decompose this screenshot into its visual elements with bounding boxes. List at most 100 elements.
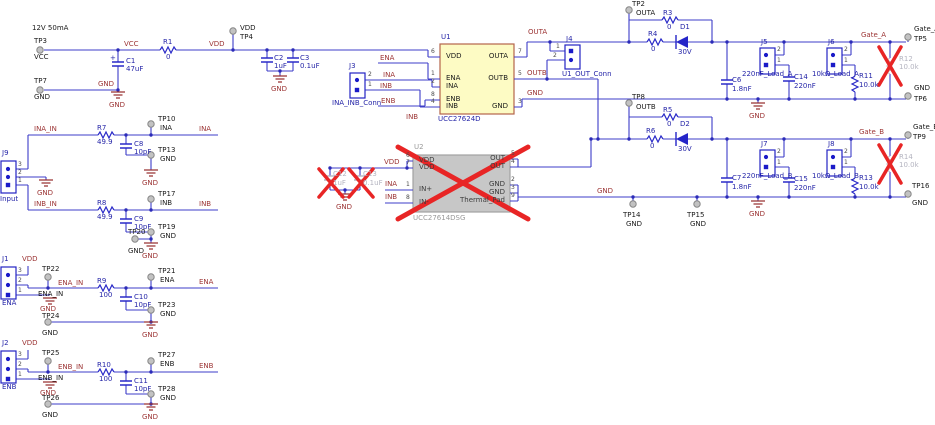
u2-num-7: 7 xyxy=(406,159,410,166)
tp28-name: TP28 xyxy=(158,385,176,393)
gnd-j2: GND xyxy=(40,389,57,397)
r3-ref: R3 xyxy=(663,9,673,17)
u2-pin-out2: OUT xyxy=(490,162,505,170)
tp5-net: Gate_A xyxy=(914,25,935,33)
u2-num-1: 1 xyxy=(406,181,410,188)
c10-val: 10pF xyxy=(134,301,152,309)
gnd-c23: GND xyxy=(271,85,288,93)
u1-pin-enb: ENB xyxy=(446,95,461,103)
u1-pin-ena: ENA xyxy=(446,74,461,82)
c6-ref: C6 xyxy=(732,76,742,84)
net-gate-a: Gate_A xyxy=(861,31,887,39)
c1-plus: + xyxy=(110,54,116,62)
dnp-x-c13 xyxy=(347,167,375,199)
j7-pin1: 1 xyxy=(777,159,781,166)
dnp-x-c12 xyxy=(317,167,345,199)
tp7 xyxy=(36,86,44,94)
net-inb2-u1: INB xyxy=(406,113,419,121)
j5-pin1: 1 xyxy=(777,57,781,64)
gnd-j9: GND xyxy=(37,189,54,197)
j4-name: U1_OUT_Conn xyxy=(562,70,612,78)
r9-ref: R9 xyxy=(97,277,107,285)
u1-pin-gnd: GND xyxy=(491,102,508,110)
net-ena-in: ENA_IN xyxy=(58,279,84,287)
tp2-net: OUTA xyxy=(636,9,656,17)
tp5-name: TP5 xyxy=(914,35,927,43)
j5-name: 220nF_Load_A xyxy=(742,70,793,78)
c15-val: 220nF xyxy=(794,184,816,192)
c2-val: 1uF xyxy=(274,62,287,70)
j2-pin3: 3 xyxy=(18,351,22,358)
tp28-net: GND xyxy=(160,394,177,402)
tp14-name: TP14 xyxy=(623,211,641,219)
r13-ref: R13 xyxy=(859,174,873,182)
net-inb-u1: INB xyxy=(380,82,393,90)
tp8 xyxy=(625,99,633,107)
net-outb: OUTB xyxy=(527,69,547,77)
c6-val: 1.8nF xyxy=(732,85,752,93)
r7-ref: R7 xyxy=(97,124,107,132)
j3-pin1: 1 xyxy=(368,81,372,88)
gnd-c8: GND xyxy=(142,179,159,187)
tp10 xyxy=(147,120,155,128)
r14-ref: R14 xyxy=(899,153,913,161)
tp19-name: TP19 xyxy=(158,223,176,231)
tp13-name: TP13 xyxy=(158,146,176,154)
u2-pin-vdd1: VDD xyxy=(419,156,435,164)
c7-val: 1.8nF xyxy=(732,183,752,191)
tp2 xyxy=(625,6,633,14)
c14-val: 220nF xyxy=(794,82,816,90)
resistor-r4 xyxy=(646,37,664,47)
u1-pin-outb: OUTB xyxy=(488,74,508,82)
net-enb-in: ENB_IN xyxy=(58,363,84,371)
c13-ref: C13 xyxy=(363,170,377,178)
tp6-name: TP6 xyxy=(914,95,927,103)
tp9-net: Gate_B xyxy=(913,123,935,131)
tp4-name: TP4 xyxy=(240,33,253,41)
tp28 xyxy=(147,390,155,398)
tp26-net: GND xyxy=(42,411,59,419)
gnd-u2caps: GND xyxy=(336,203,353,211)
d2-val: 30V xyxy=(678,145,692,153)
tp10-net: INA xyxy=(160,124,173,132)
capacitor-c8 xyxy=(120,143,132,149)
c11-val: 10pF xyxy=(134,385,152,393)
r13-val: 10.0k xyxy=(859,183,879,191)
j9-name: Input xyxy=(0,195,19,203)
net-ina-u1: INA xyxy=(383,71,396,79)
capacitor-c7 xyxy=(721,177,733,183)
c3-val: 0.1uF xyxy=(300,62,320,70)
tp16-net: GND xyxy=(912,199,929,207)
tp27-net: ENB xyxy=(160,360,175,368)
r3-val: 0 xyxy=(667,23,672,31)
capacitor-c1 xyxy=(112,61,124,67)
u1-num-3: 3 xyxy=(518,98,522,105)
gnd-cha: GND xyxy=(749,112,766,120)
j8-pin2: 2 xyxy=(844,148,848,155)
c1-ref: C1 xyxy=(126,57,136,65)
tp17 xyxy=(147,195,155,203)
tp7-name: TP7 xyxy=(34,77,47,85)
tp21 xyxy=(147,273,155,281)
j3-pin2: 2 xyxy=(368,71,372,78)
diode-d2 xyxy=(675,132,688,146)
net-inb-out: INB xyxy=(199,200,212,208)
u2-num-4: 4 xyxy=(511,158,515,165)
net-enb-u1: ENB xyxy=(381,97,396,105)
tp27-name: TP27 xyxy=(158,351,176,359)
u1-num-4: 4 xyxy=(431,98,435,105)
j1-name: ENA xyxy=(2,299,17,307)
capacitor-c11 xyxy=(120,380,132,386)
c8-ref: C8 xyxy=(134,140,144,148)
c12-val: 1uF xyxy=(333,179,346,187)
resistor-r11 xyxy=(850,75,860,93)
capacitor-c10 xyxy=(120,296,132,302)
net-vdd-j1: VDD xyxy=(22,255,38,263)
connector-j3 xyxy=(349,72,366,99)
j4-pin2: 2 xyxy=(553,52,557,59)
connector-pins xyxy=(5,48,836,382)
tp9-name: TP9 xyxy=(913,133,926,141)
connector-j4 xyxy=(564,44,581,70)
net-enb-out: ENB xyxy=(199,362,214,370)
j5-pin2: 2 xyxy=(777,46,781,53)
